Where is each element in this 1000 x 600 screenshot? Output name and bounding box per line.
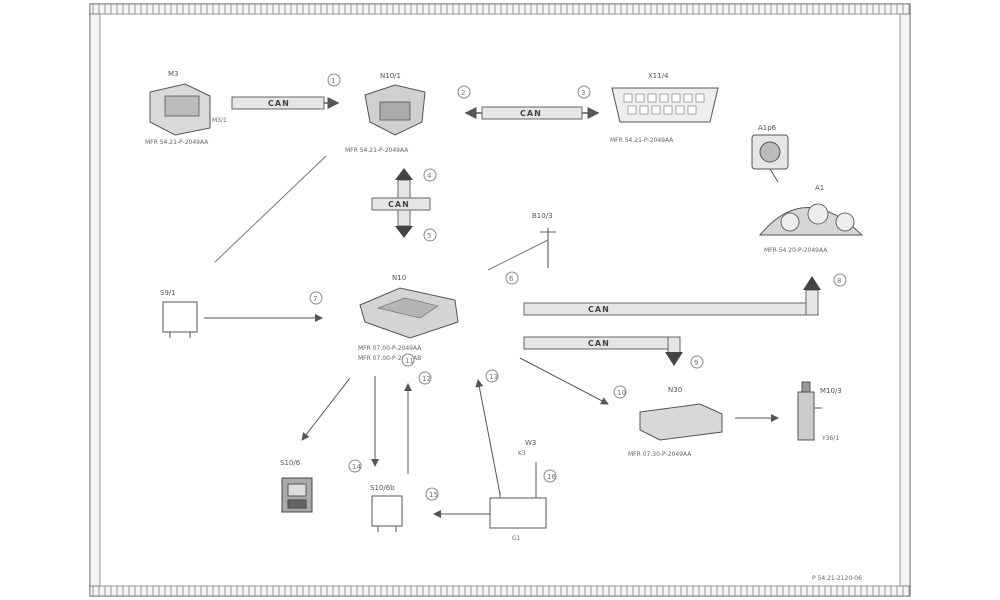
circle-13: 13: [489, 373, 498, 381]
a1p6-code: A1p6: [758, 124, 777, 132]
circle-1: 1: [331, 77, 335, 85]
m3-code: M3: [168, 70, 179, 78]
m3-sub: M3/1: [212, 117, 227, 124]
component-x11-4: X11/4 MFR 54.21-P-2049AA: [610, 72, 719, 144]
n30-ref: MFR 07.30-P-2049AA: [628, 451, 692, 458]
arrow-n10-n30: [519, 357, 609, 405]
footer-code: P 54.21-2120-06: [812, 575, 862, 582]
circle-4: 4: [427, 172, 432, 180]
k3-code: K3: [518, 450, 526, 457]
component-b10-3: B10/3 6: [487, 212, 556, 285]
circle-11: 11: [405, 357, 414, 365]
can-label-4: CAN: [588, 305, 610, 314]
circle-9: 9: [694, 359, 698, 367]
can-label-3: CAN: [388, 200, 410, 209]
can-bus-n10-1-n10: CAN 4 5: [371, 168, 437, 242]
circle-2: 2: [461, 89, 465, 97]
line-n10-1-s9-1: [214, 155, 327, 263]
component-a1p6: A1p6: [751, 124, 789, 183]
m10-code: M10/3: [820, 387, 842, 395]
component-n10: N10 MFR 07.00-P-2049AA MFR 07.00-P-2049A…: [358, 274, 459, 362]
component-a1: A1 MFR 54.20-P-2049AA: [758, 184, 864, 254]
circle-8: 8: [837, 277, 841, 285]
circle-10: 10: [617, 389, 626, 397]
circle-12: 12: [422, 375, 431, 383]
component-g1: W3 K3 G1 15 16: [425, 439, 557, 542]
can-bus-n10-n30: CAN 9: [523, 336, 704, 369]
circle-15: 15: [429, 491, 438, 499]
x11-4-code: X11/4: [648, 72, 669, 80]
m10-sub: Y36/1: [821, 435, 839, 442]
a1-ref: MFR 54.20-P-2049AA: [764, 247, 828, 254]
n10-ref2: MFR 07.00-P-2049AB: [358, 355, 421, 362]
arrows-n10-bottom: 11 12 13 14: [301, 353, 501, 495]
circle-6: 6: [509, 275, 514, 283]
can-label-2: CAN: [520, 109, 542, 118]
can-bus-n10-a1: CAN 8: [523, 273, 847, 316]
s10-6-code: S10/6: [280, 459, 301, 467]
component-s10-6b: S10/6b: [370, 484, 403, 532]
circle-7: 7: [313, 295, 317, 303]
can-label-1: CAN: [268, 99, 290, 108]
b10-3-code: B10/3: [532, 212, 553, 220]
s9-1-code: S9/1: [160, 289, 176, 297]
circle-3: 3: [581, 89, 585, 97]
n10-ref1: MFR 07.00-P-2049AA: [358, 345, 422, 352]
can-label-5: CAN: [588, 339, 610, 348]
component-s10-6: S10/6: [280, 459, 313, 513]
s10-6b-code: S10/6b: [370, 484, 395, 492]
component-n30: N30 MFR 07.30-P-2049AA: [628, 386, 779, 458]
g1-code: G1: [512, 535, 521, 542]
m3-ref: MFR 54.21-P-2049AA: [145, 139, 209, 146]
n10-code: N10: [392, 274, 406, 282]
n30-code: N30: [668, 386, 682, 394]
can-bus-m3-n10-1: CAN 1: [231, 73, 341, 110]
n10-1-ref: MFR 54.21-P-2049AA: [345, 147, 409, 154]
component-n10-1: N10/1 MFR 54.21-P-2049AA: [345, 72, 426, 154]
n10-1-code: N10/1: [380, 72, 401, 80]
circle-5: 5: [427, 232, 431, 240]
circle-14: 14: [352, 463, 361, 471]
can-bus-n10-1-x11-4: CAN 2 3: [457, 85, 600, 120]
circle-16: 16: [547, 473, 556, 481]
w3-code: W3: [525, 439, 536, 447]
component-s9-1: S9/1 7: [160, 289, 323, 338]
a1-code: A1: [815, 184, 824, 192]
component-m10: M10/3 Y36/1: [797, 381, 842, 442]
x11-4-ref: MFR 54.21-P-2049AA: [610, 137, 674, 144]
component-m3: M3 M3/1 MFR 54.21-P-2049AA: [145, 70, 227, 146]
